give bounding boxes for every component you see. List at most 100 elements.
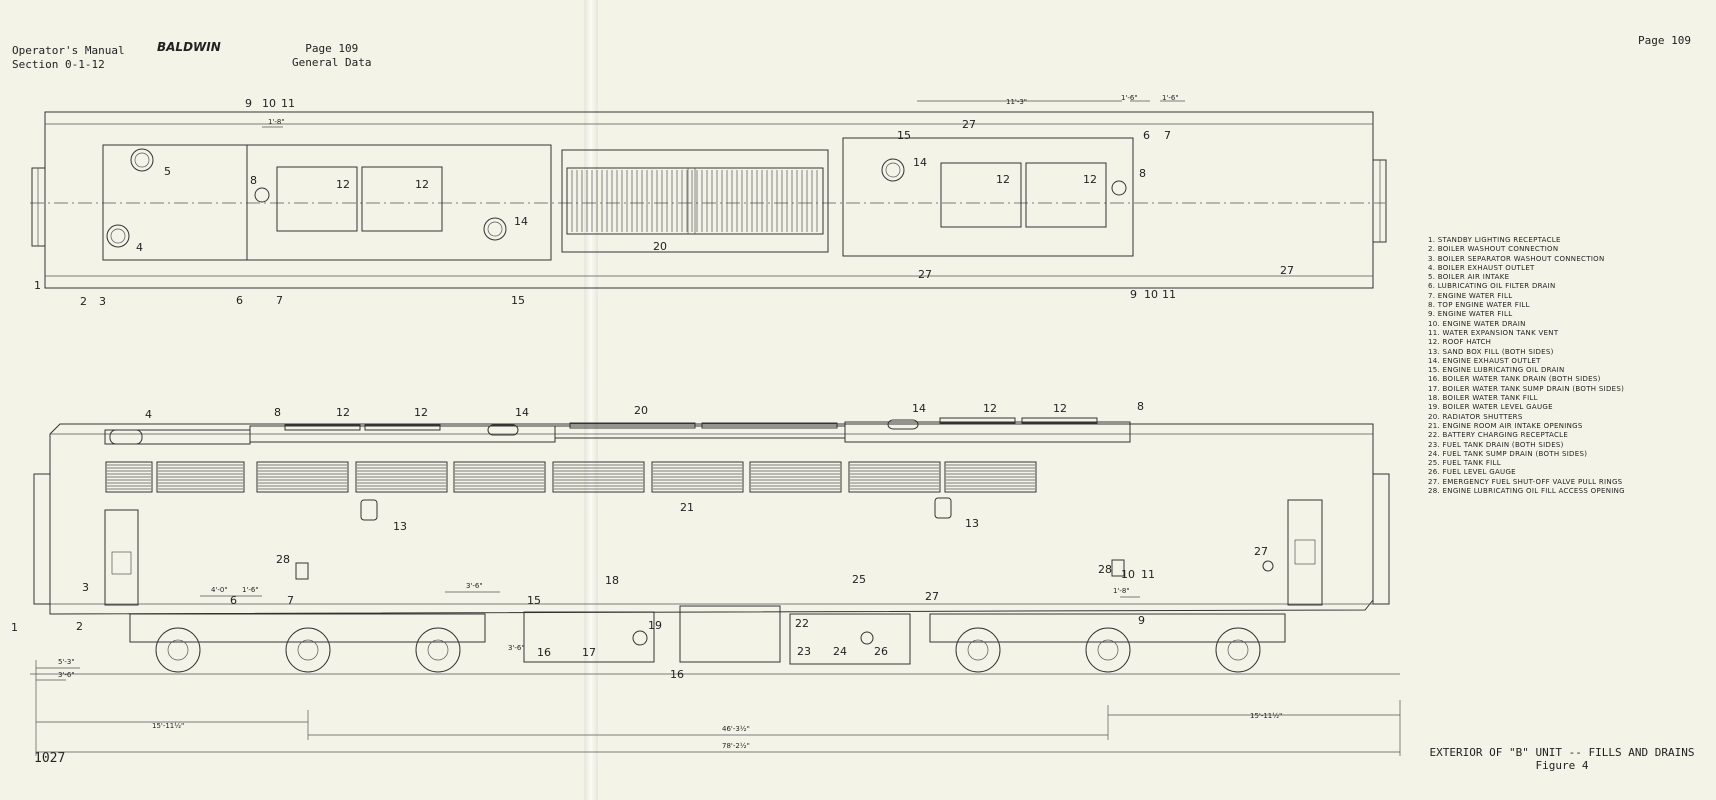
page-fold [584, 0, 598, 800]
callout-15-top: 15 [897, 129, 911, 142]
dim-side-c: 3'-6" [466, 582, 483, 590]
legend-item: 26. FUEL LEVEL GAUGE [1428, 468, 1516, 477]
legend-item: 14. ENGINE EXHAUST OUTLET [1428, 356, 1541, 365]
callout-27-side-left: 27 [925, 590, 939, 603]
callout-6-top-left: 6 [236, 294, 243, 307]
callout-12-side-d: 12 [1053, 402, 1067, 415]
battery-box [679, 605, 781, 663]
fuel-level-gauge [860, 631, 874, 645]
legend-item: 11. WATER EXPANSION TANK VENT [1428, 328, 1559, 337]
lube-oil-access-right [1111, 559, 1125, 577]
callout-16-a: 16 [537, 646, 551, 659]
callout-18: 18 [605, 574, 619, 587]
roof-outline [44, 111, 1374, 289]
callout-8-top-left: 8 [250, 174, 257, 187]
callout-27-top: 27 [962, 118, 976, 131]
callout-15-top-low: 15 [511, 294, 525, 307]
drawing-code: 1027 [34, 751, 66, 766]
legend-item: 4. BOILER EXHAUST OUTLET [1428, 263, 1535, 272]
end-diaphragm-right [1372, 473, 1390, 605]
callout-2-side: 2 [76, 620, 83, 633]
truck-right [929, 613, 1286, 673]
legend-item: 15. ENGINE LUBRICATING OIL DRAIN [1428, 366, 1565, 375]
fuel-tank [789, 613, 911, 665]
legend-item: 13. SAND BOX FILL (BOTH SIDES) [1428, 347, 1554, 356]
legend-item: 5. BOILER AIR INTAKE [1428, 273, 1510, 282]
legend-item: 6. LUBRICATING OIL FILTER DRAIN [1428, 282, 1556, 291]
callout-3-top: 3 [99, 295, 106, 308]
page-number-left: Page 109 [305, 42, 359, 55]
callout-10-top: 10 [262, 97, 276, 110]
callout-27-side-right: 27 [1254, 545, 1268, 558]
callout-17: 17 [582, 646, 596, 659]
coupler-left [31, 167, 46, 247]
legend-item: 2. BOILER WASHOUT CONNECTION [1428, 245, 1559, 254]
engine-exhaust-left [483, 217, 507, 241]
legend-item: 16. BOILER WATER TANK DRAIN (BOTH SIDES) [1428, 375, 1601, 384]
callout-11-top: 11 [281, 97, 295, 110]
sand-box-fill-left [360, 499, 378, 521]
roof-hatch-4 [1025, 162, 1107, 228]
callout-25: 25 [852, 573, 866, 586]
general-data-label: General Data [292, 56, 372, 69]
dim-centers: 46'-3½" [722, 725, 750, 733]
engine-hatch-right [842, 137, 1134, 257]
callout-14-top-right: 14 [913, 156, 927, 169]
end-diaphragm-left [33, 473, 51, 605]
callout-8-side-left: 8 [274, 406, 281, 419]
callout-6-side: 6 [230, 594, 237, 607]
legend-item: 10. ENGINE WATER DRAIN [1428, 319, 1526, 328]
legend-item: 3. BOILER SEPARATOR WASHOUT CONNECTION [1428, 254, 1605, 263]
callout-14-side-right: 14 [912, 402, 926, 415]
callout-10-side: 10 [1121, 568, 1135, 581]
legend-item: 18. BOILER WATER TANK FILL [1428, 394, 1538, 403]
coupler-right [1372, 159, 1387, 243]
legend-item: 22. BATTERY CHARGING RECEPTACLE [1428, 431, 1569, 440]
legend-item: 23. FUEL TANK DRAIN (BOTH SIDES) [1428, 440, 1564, 449]
callout-12-side-b: 12 [414, 406, 428, 419]
dim-overall: 78'-2½" [722, 742, 750, 750]
dim-side-b: 1'-6" [242, 586, 259, 594]
page-info: Page 109 General Data [292, 42, 371, 70]
boiler-water-tank [523, 611, 655, 663]
end-door-left [104, 509, 139, 606]
lube-oil-access-left [295, 562, 309, 580]
legend-item: 8. TOP ENGINE WATER FILL [1428, 301, 1530, 310]
engine-exhaust-side-right [887, 419, 919, 430]
callout-8-top-right: 8 [1139, 167, 1146, 180]
fuel-shutoff-ring-side [1262, 560, 1274, 572]
callout-7-side: 7 [287, 594, 294, 607]
roof-hatch-3 [940, 162, 1022, 228]
caption-title: EXTERIOR OF "B" UNIT -- FILLS AND DRAINS [1429, 746, 1695, 759]
manual-line-1: Operator's Manual [12, 44, 125, 57]
water-level-gauge [632, 630, 648, 646]
callout-28-right: 28 [1098, 563, 1112, 576]
callout-12-c: 12 [996, 173, 1010, 186]
roof-section-boiler [104, 429, 251, 445]
legend-item: 9. ENGINE WATER FILL [1428, 310, 1513, 319]
callout-1-side: 1 [11, 621, 18, 634]
top-water-fill-right [1111, 180, 1127, 196]
callout-22: 22 [795, 617, 809, 630]
dim-side-d: 1'-8" [1113, 587, 1130, 595]
callout-28-left: 28 [276, 553, 290, 566]
callout-2-top: 2 [80, 295, 87, 308]
callout-21: 21 [680, 501, 694, 514]
callout-12-a: 12 [336, 178, 350, 191]
figure-caption: EXTERIOR OF "B" UNIT -- FILLS AND DRAINS… [1420, 746, 1704, 772]
roof-hatch-side-4 [1021, 417, 1098, 424]
engine-hatch-left [246, 144, 552, 261]
engine-exhaust-right [881, 158, 905, 182]
boiler-hatch [102, 144, 248, 261]
dim-end-b: 3'-6" [58, 671, 75, 679]
callout-11-top-low: 11 [1162, 288, 1176, 301]
callout-15-side: 15 [527, 594, 541, 607]
callout-12-b: 12 [415, 178, 429, 191]
roof-hatch-2 [361, 166, 443, 232]
side-view: 4'-0" 1'-6" 3'-6" 1'-8" 3'-6" 5'-3" 3'-6… [11, 400, 1401, 756]
callout-12-side-a: 12 [336, 406, 350, 419]
callout-14-side-left: 14 [515, 406, 529, 419]
manual-title: Operator's Manual Section 0-1-12 [12, 44, 125, 72]
sand-box-fill-right [934, 497, 952, 519]
